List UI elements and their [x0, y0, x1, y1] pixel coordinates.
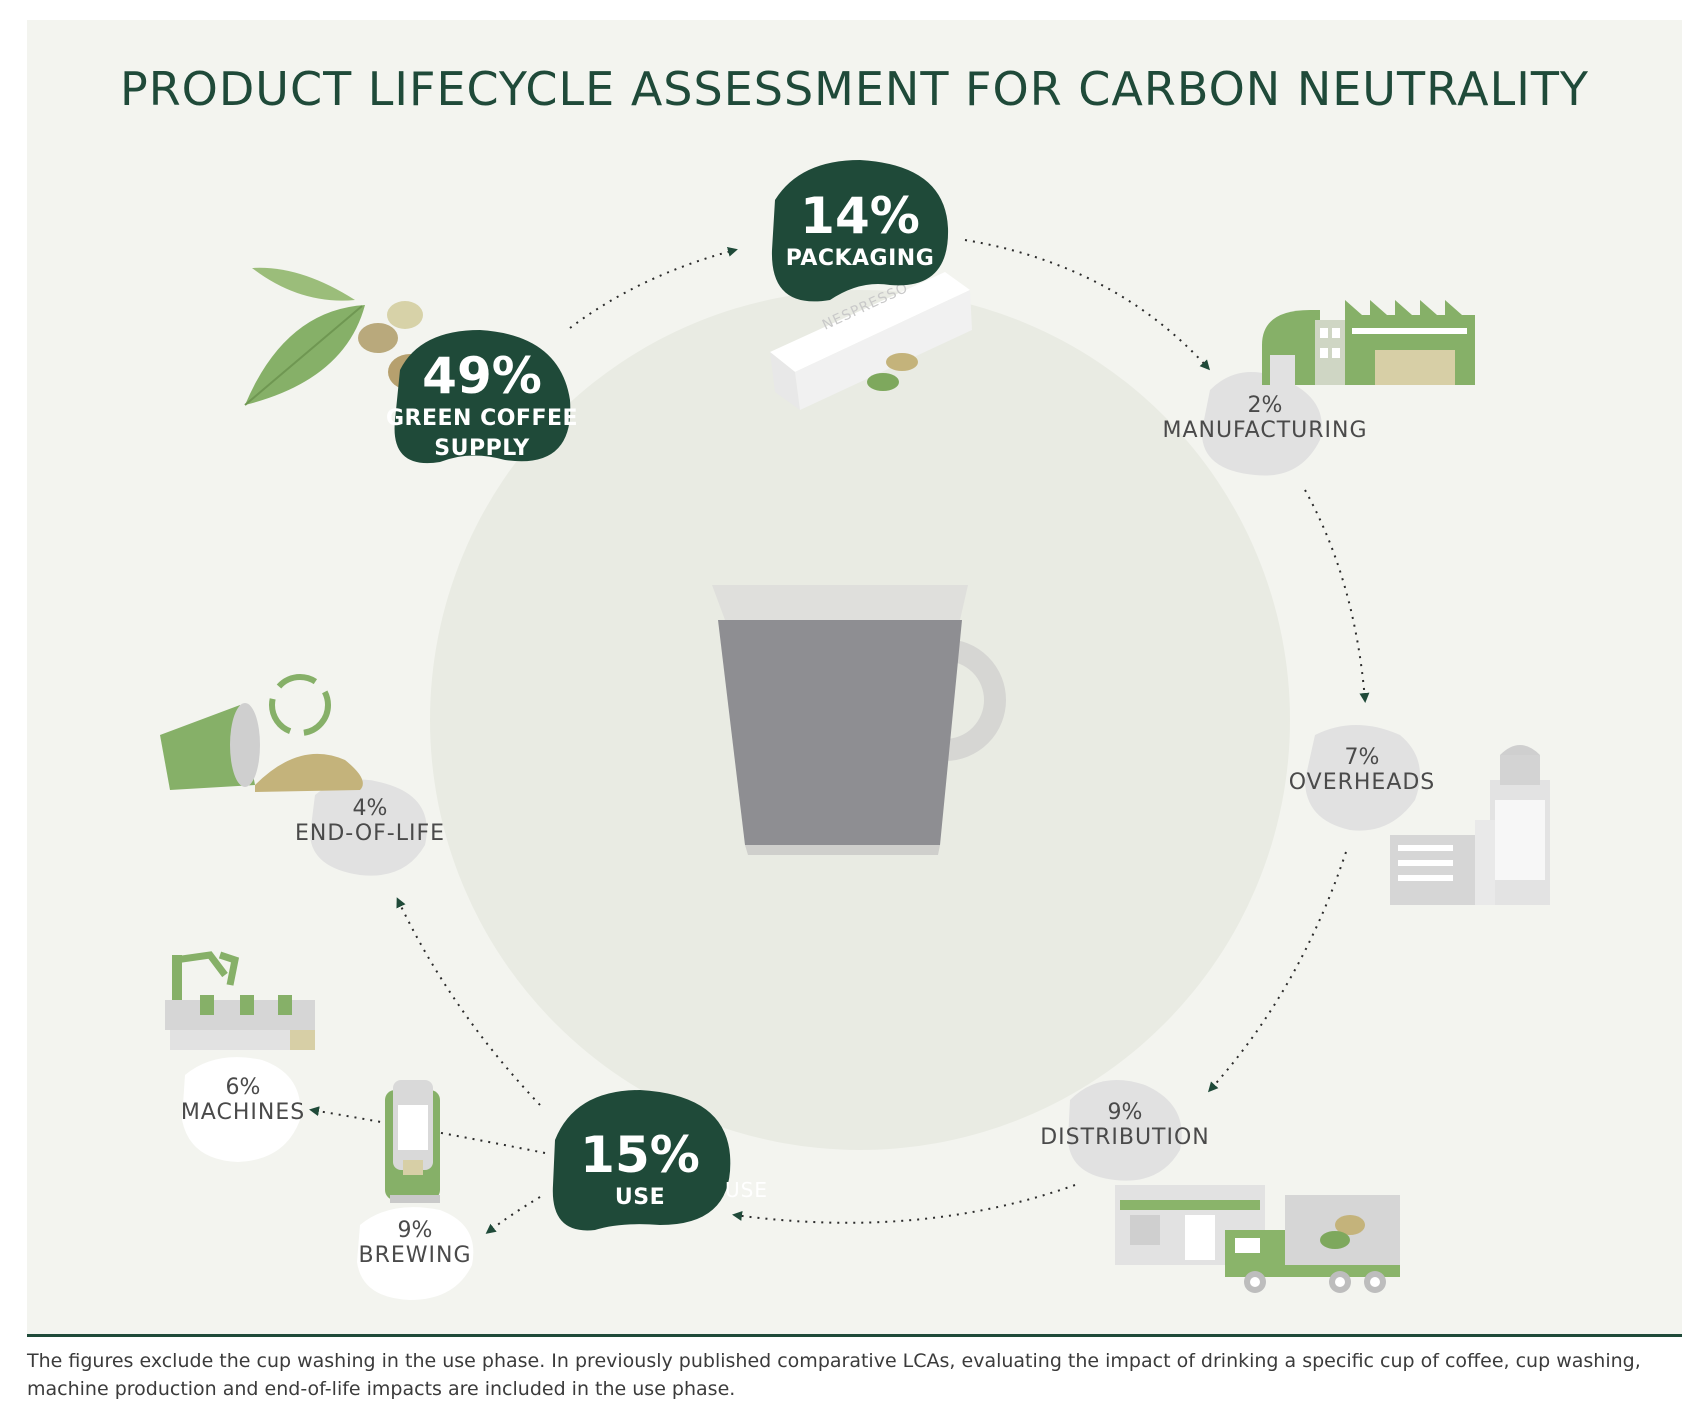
machines-percent: 6% [225, 1075, 261, 1100]
stage-manufacturing: 2% MANUFACTURING [1162, 393, 1367, 443]
distribution-percent: 9% [1107, 1100, 1143, 1125]
machines-name: MACHINES [180, 1100, 306, 1125]
coffee-machine-icon [385, 1080, 440, 1203]
use-percent: 15% [580, 1126, 700, 1184]
stage-distribution: 9% DISTRIBUTION [1040, 1100, 1210, 1150]
arrow-overheads-to-distribution [1207, 851, 1347, 1093]
manufacturing-blob [1201, 372, 1322, 476]
arrow-use-to-brewing [485, 1196, 541, 1234]
robot-production-line-icon [165, 951, 315, 1050]
arrow-manufacturing-to-overheads [1304, 489, 1370, 703]
packaging-percent: 14% [800, 187, 920, 245]
stage-end-of-life: 4% END-OF-LIFE [295, 796, 445, 846]
footnote: The figures exclude the cup washing in t… [27, 1347, 1687, 1403]
stage-brewing: 9% BREWING [358, 1218, 471, 1268]
green-coffee-supply-name-line1: GREEN COFFEE [385, 406, 579, 431]
footnote-line-1: The figures exclude the cup washing in t… [27, 1350, 1641, 1372]
arrow-supply-to-packaging [569, 246, 738, 329]
brewing-name: BREWING [358, 1243, 472, 1268]
distribution-name: DISTRIBUTION [1040, 1125, 1210, 1150]
machines-blob [182, 1057, 301, 1162]
arrow-use-to-end-of-life [396, 897, 541, 1106]
use-ghost-label: USE [725, 1178, 768, 1202]
page-title: PRODUCT LIFECYCLE ASSESSMENT FOR CARBON … [119, 62, 1590, 116]
stage-overheads: 7% OVERHEADS [1289, 745, 1436, 795]
stage-packaging: 14% PACKAGING [786, 188, 935, 274]
end-of-life-percent: 4% [352, 796, 388, 821]
delivery-truck-icon [1115, 1185, 1400, 1293]
packaging-blob [771, 160, 949, 302]
green-coffee-supply-percent: 49% [422, 347, 542, 405]
brewing-blob [357, 1207, 474, 1300]
end-of-life-name: END-OF-LIFE [294, 821, 446, 846]
green-coffee-blob [394, 330, 571, 464]
use-name: USE [614, 1185, 666, 1210]
stage-use: 15% USE [580, 1127, 700, 1213]
manufacturing-name: MANUFACTURING [1162, 418, 1368, 443]
coffee-cup-icon [712, 585, 1006, 855]
overheads-blob [1305, 725, 1420, 831]
brewing-percent: 9% [397, 1218, 433, 1243]
overheads-name: OVERHEADS [1288, 770, 1436, 795]
end-of-life-blob [310, 779, 427, 876]
factory-icon [1262, 300, 1475, 385]
footer-divider [27, 1334, 1682, 1337]
use-blob [552, 1090, 731, 1231]
recycling-capsule-icon [160, 674, 363, 792]
packaging-name: PACKAGING [785, 246, 935, 271]
arrow-distribution-to-use [732, 1184, 1076, 1224]
stage-green-coffee-supply: 49% GREEN COFFEE SUPPLY [386, 348, 578, 464]
manufacturing-percent: 2% [1247, 393, 1283, 418]
stage-machines: 6% MACHINES [181, 1075, 305, 1125]
green-coffee-supply-name-line2: SUPPLY [434, 436, 530, 461]
distribution-blob [1068, 1080, 1182, 1181]
office-building-icon [1390, 745, 1550, 905]
overheads-percent: 7% [1344, 745, 1380, 770]
footnote-line-2: machine production and end-of-life impac… [27, 1378, 736, 1400]
